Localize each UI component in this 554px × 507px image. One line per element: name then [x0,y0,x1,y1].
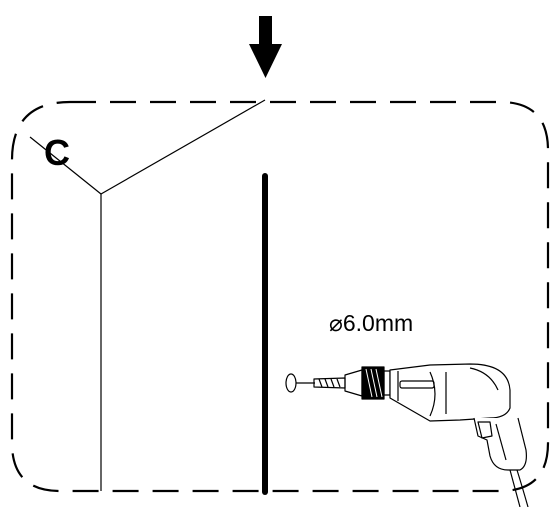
corner-label: C [44,132,70,173]
down-arrow-icon [249,16,282,78]
drill-size-label: ⌀6.0mm [329,310,413,336]
corner-lines [29,99,266,491]
drill-hole-icon [285,373,297,393]
power-drill-icon [296,363,529,507]
dashed-surface-outline [10,100,550,493]
